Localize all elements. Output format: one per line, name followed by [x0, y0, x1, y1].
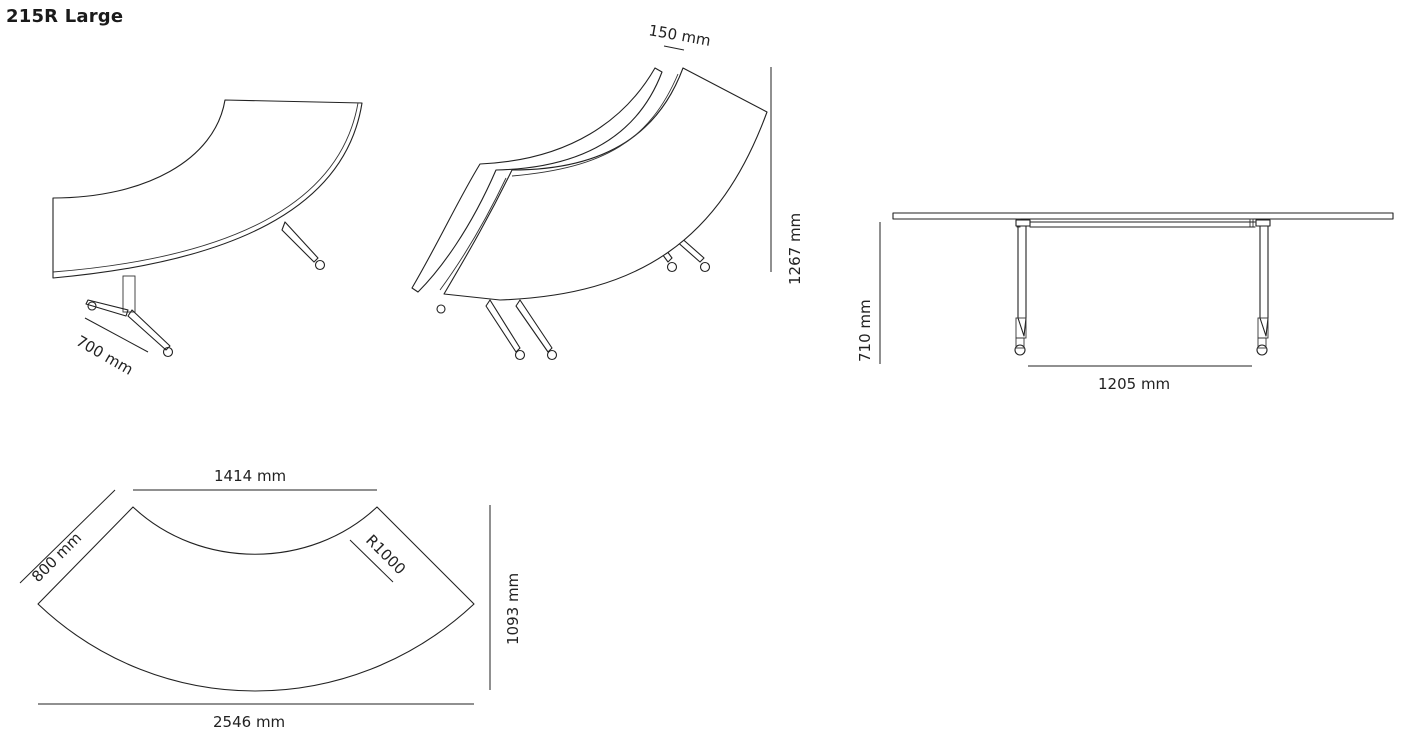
table-leg-base-left	[85, 275, 174, 358]
product-title: 215R Large	[6, 6, 124, 27]
plan-view	[19, 489, 491, 705]
perspective-single-table	[52, 99, 363, 358]
dim-stacked-height-label: 1267 mm	[786, 213, 804, 285]
dim-offset-label: 150 mm	[647, 21, 712, 50]
dim-height-label: 710 mm	[856, 299, 874, 362]
tabletop-side	[892, 212, 1394, 220]
perspective-stacked-tables	[411, 45, 772, 361]
tabletop-single	[52, 99, 363, 279]
dim-depth-label: 700 mm	[73, 332, 136, 379]
dim-inner-chord-label: 1414 mm	[214, 467, 286, 485]
tabletop-plan	[37, 506, 475, 692]
dim-outer-width-label: 2546 mm	[213, 713, 285, 731]
dim-plan-depth-label: 1093 mm	[504, 573, 522, 645]
tabletop-stacked-front	[443, 67, 768, 301]
dim-leg-span-label: 1205 mm	[1098, 375, 1170, 393]
side-elevation	[879, 212, 1394, 367]
table-leg-base-right	[281, 221, 326, 271]
tabletop-stacked-back	[411, 67, 663, 293]
